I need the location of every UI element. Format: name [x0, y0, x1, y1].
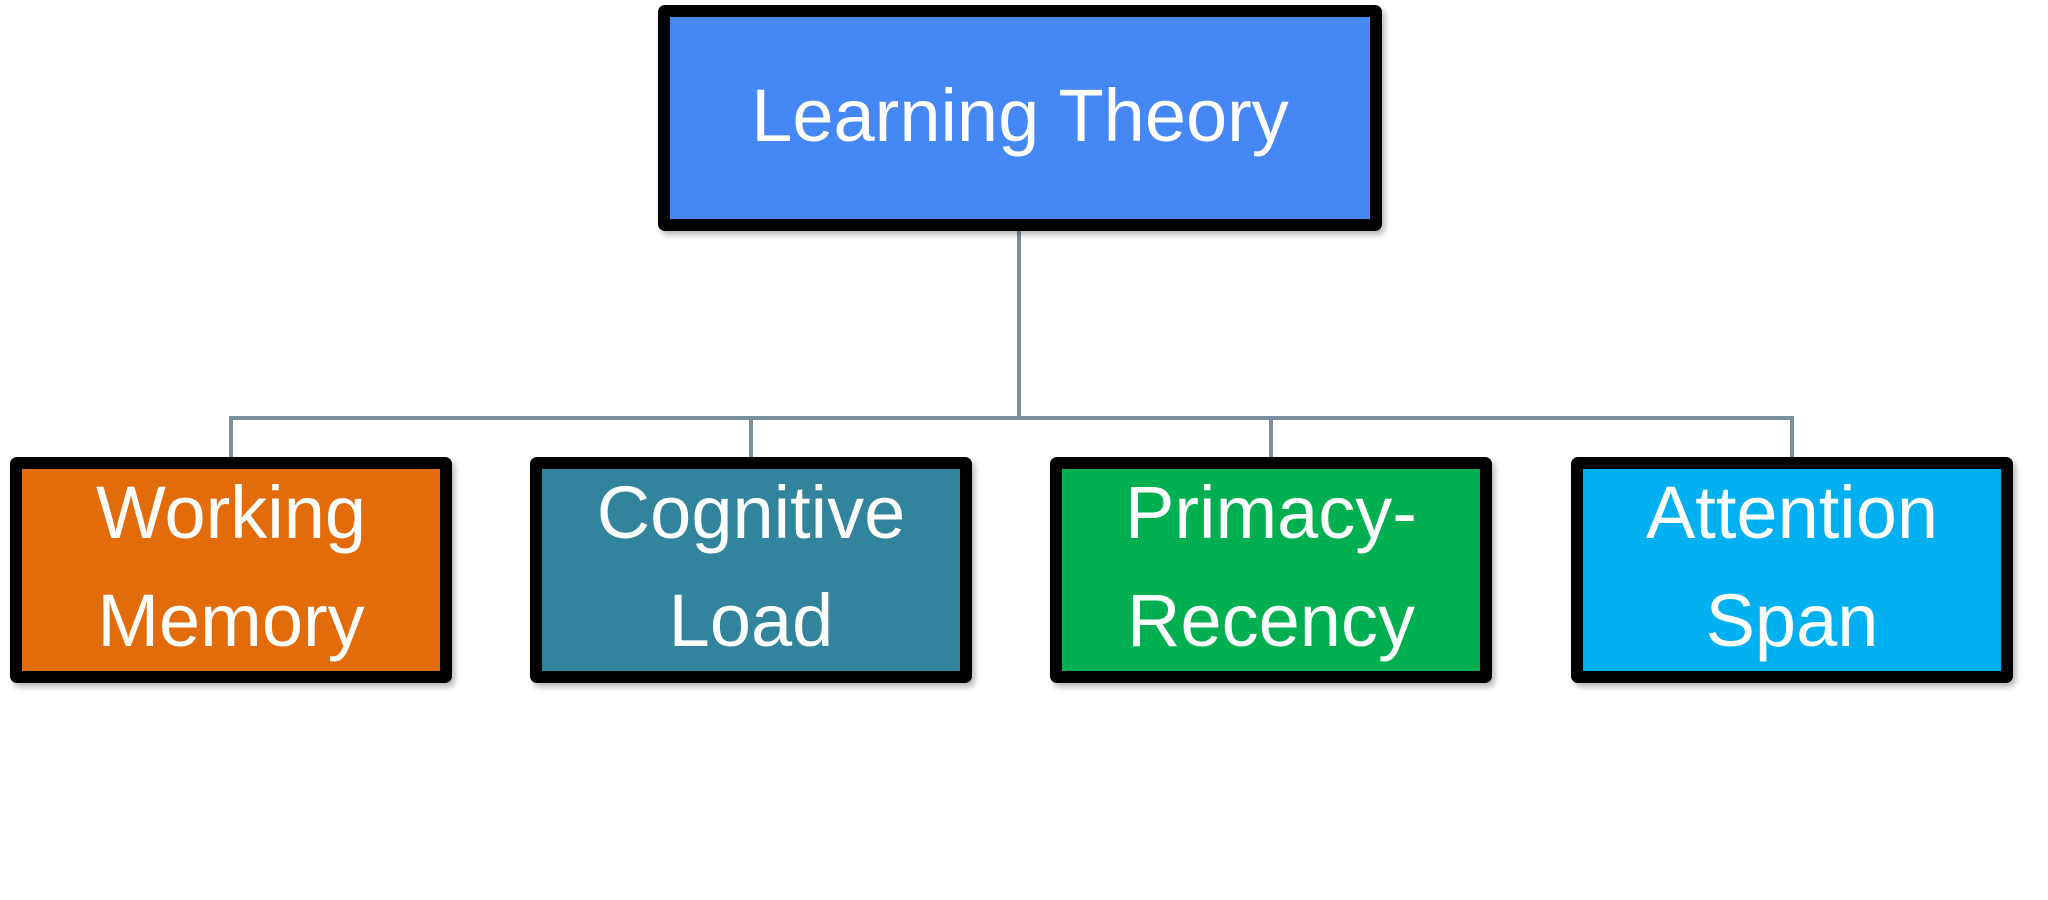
child-label-line-1: Working [95, 471, 367, 554]
child-label-line-1: Cognitive [596, 471, 906, 554]
connector-root-trunk [1017, 231, 1021, 419]
child-node-label: Primacy- Recency [1125, 459, 1417, 675]
connector-child-1 [749, 416, 753, 458]
child-node-label: Working Memory [96, 459, 366, 675]
connector-child-3 [1790, 416, 1794, 458]
child-node-label: Attention Span [1646, 459, 1938, 675]
child-node-cognitive-load: Cognitive Load [530, 457, 972, 683]
connector-child-0 [229, 416, 233, 458]
child-node-label: Cognitive Load [597, 459, 906, 675]
root-node-learning-theory: Learning Theory [658, 5, 1382, 231]
child-label-line-2: Span [1705, 579, 1879, 662]
root-node-label: Learning Theory [751, 74, 1289, 157]
connector-horizontal-bar [229, 416, 1794, 420]
child-node-working-memory: Working Memory [10, 457, 452, 683]
child-node-attention-span: Attention Span [1571, 457, 2013, 683]
child-label-line-2: Recency [1127, 579, 1415, 662]
child-label-line-2: Memory [97, 579, 365, 662]
child-label-line-2: Load [668, 579, 834, 662]
child-node-primacy-recency: Primacy- Recency [1050, 457, 1492, 683]
connector-child-2 [1269, 416, 1273, 458]
child-label-line-1: Attention [1645, 471, 1939, 554]
child-label-line-1: Primacy- [1125, 471, 1417, 554]
